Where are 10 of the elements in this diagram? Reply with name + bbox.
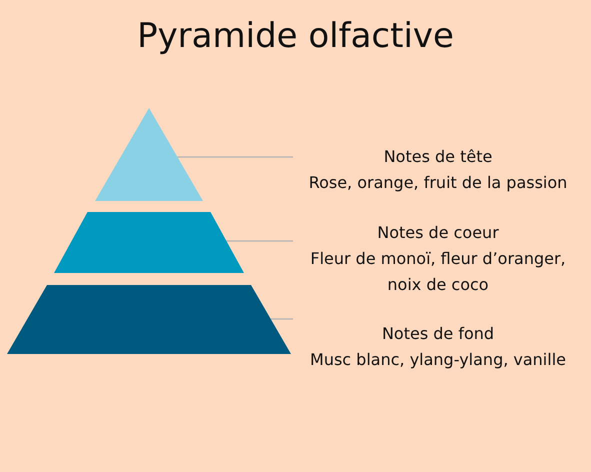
notes-list: Fleur de monoï, fleur d’oranger, noix de coco [293, 246, 583, 298]
title: Pyramide olfactive [136, 16, 455, 56]
leader-line [226, 240, 293, 242]
leader-line [270, 318, 293, 320]
tier-heading: Notes de fond [380, 323, 496, 345]
tier-heading: Notes de coeur [376, 222, 500, 244]
notes-list: Musc blanc, ylang-ylang, vanille [293, 347, 583, 373]
tier-heading: Notes de tête [382, 146, 494, 168]
leader-line [177, 156, 293, 158]
notes-list: Rose, orange, fruit de la passion [293, 170, 583, 196]
